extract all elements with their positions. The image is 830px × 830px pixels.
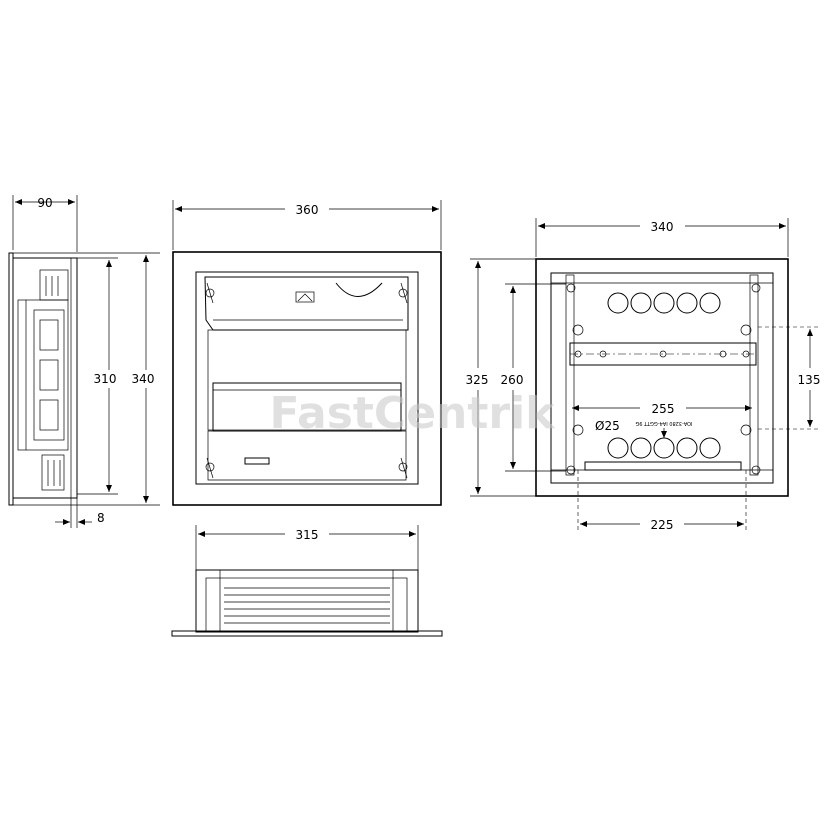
watermark: FastCentrik	[270, 388, 557, 439]
dim-label-front-width: 360	[296, 203, 319, 217]
dim-label-side-height-outer: 340	[132, 372, 155, 386]
dim-label-side-flange: 8	[97, 511, 105, 525]
back-frame	[535, 258, 789, 497]
dim-label-back-height-outer: 325	[466, 373, 489, 387]
front-frame	[172, 251, 442, 506]
dim-label-rail-length: 255	[652, 402, 675, 416]
knockout-bottom-1	[607, 437, 629, 459]
side-flange	[8, 252, 14, 506]
dim-label-knockout: Ø25	[595, 419, 620, 433]
back-view: IOA-3280 IA4-GGTT 9G Ø25	[466, 218, 821, 532]
dim-label-side-depth: 90	[37, 196, 52, 210]
side-view: 90 310 340 8	[8, 195, 160, 528]
dim-label-back-width: 340	[651, 220, 674, 234]
bottom-view: 315	[171, 525, 443, 637]
dim-label-bottom-width: 315	[296, 528, 319, 542]
dim-label-bottom-holes: 225	[651, 518, 674, 532]
knockout-top-1	[607, 292, 629, 314]
dim-label-rail-spacing: 135	[798, 373, 821, 387]
svg-text:IOA-3280 IA4-GGTT 9G: IOA-3280 IA4-GGTT 9G	[635, 420, 692, 426]
dim-label-back-height-inner: 260	[501, 373, 524, 387]
dim-label-side-height-inner: 310	[94, 372, 117, 386]
side-body	[12, 257, 78, 499]
terminal-strip	[584, 461, 742, 471]
front-view: 360	[172, 200, 442, 506]
